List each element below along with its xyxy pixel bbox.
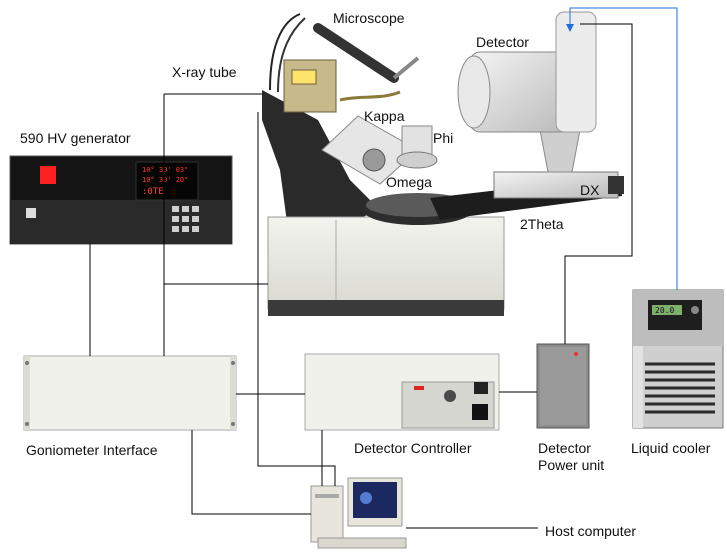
- connecting-wires: [89, 23, 633, 529]
- cooler-readout: 20.0: [655, 306, 674, 315]
- label-dx: DX: [580, 182, 600, 198]
- detector-power-unit: [536, 343, 590, 429]
- coolant-arrow: [566, 24, 574, 32]
- detector-controller: [304, 353, 500, 431]
- generator-led: [40, 166, 56, 184]
- wire-interface-to-host: [191, 430, 311, 515]
- label-detector-power-unit-line2: Power unit: [538, 457, 605, 473]
- label-kappa: Kappa: [364, 108, 405, 124]
- liquid-cooler: 20.0: [632, 289, 724, 429]
- generator-display-row2: 10° 30' 20": [142, 176, 188, 184]
- label-liquid-cooler: Liquid cooler: [631, 440, 711, 456]
- label-hv-generator: 590 HV generator: [20, 130, 131, 146]
- diffractometer-unit: [262, 11, 624, 316]
- label-two-theta: 2Theta: [520, 216, 564, 232]
- label-detector-controller: Detector Controller: [354, 440, 472, 456]
- label-detector-power-unit-line1: Detector: [538, 440, 591, 456]
- label-phi: Phi: [433, 130, 454, 146]
- generator-display-row3: :0TE: [142, 187, 164, 197]
- label-goniometer-interface: Goniometer Interface: [26, 442, 158, 458]
- label-detector: Detector: [476, 34, 529, 50]
- goniometer-interface: [23, 355, 237, 431]
- generator-display-row1: 10° 30' 03": [142, 166, 188, 174]
- host-computer: [310, 477, 407, 549]
- wire-xray-to-host: [257, 112, 336, 486]
- label-microscope: Microscope: [333, 10, 405, 26]
- coolant-line: [569, 7, 678, 290]
- label-xray-tube: X-ray tube: [172, 64, 237, 80]
- hv-generator: 10° 30' 03" 10° 30' 20" :0TE: [9, 155, 233, 245]
- label-omega: Omega: [386, 174, 432, 190]
- wire-power-to-detector: [564, 23, 633, 344]
- label-host-computer: Host computer: [545, 523, 637, 539]
